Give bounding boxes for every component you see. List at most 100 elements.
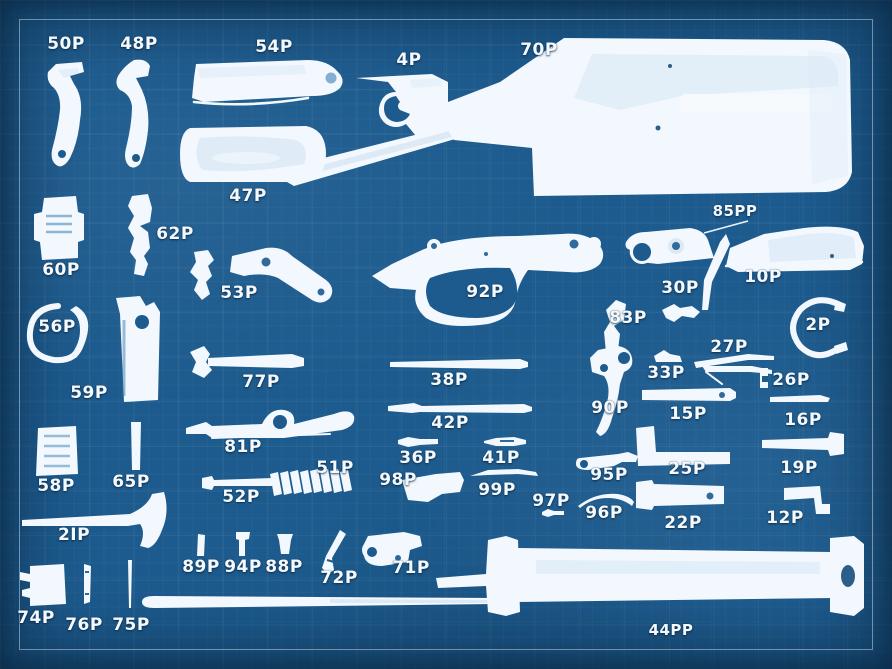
part-label-96P: 96P bbox=[585, 503, 623, 523]
part-label-54P: 54P bbox=[255, 37, 293, 57]
part-label-76P: 76P bbox=[65, 615, 103, 635]
part-label-88P: 88P bbox=[265, 557, 303, 577]
part-label-97P: 97P bbox=[532, 491, 570, 511]
part-shape-62P bbox=[122, 194, 158, 278]
part-shape-22P bbox=[634, 480, 726, 512]
part-shape-12P bbox=[782, 486, 832, 516]
part-shape-71P bbox=[358, 530, 424, 570]
part-label-50P: 50P bbox=[47, 34, 85, 54]
part-shape-47P bbox=[178, 124, 330, 186]
part-shape-77P bbox=[186, 344, 310, 382]
part-label-42P: 42P bbox=[431, 413, 469, 433]
part-label-26P: 26P bbox=[772, 370, 810, 390]
part-label-56P: 56P bbox=[38, 317, 76, 337]
part-label-95P: 95P bbox=[590, 465, 628, 485]
part-label-41P: 41P bbox=[482, 448, 520, 468]
part-label-81P: 81P bbox=[224, 437, 262, 457]
part-label-98P: 98P bbox=[379, 470, 417, 490]
part-shape-25P bbox=[634, 426, 732, 468]
part-shape-50P bbox=[40, 58, 96, 170]
part-shape-27P bbox=[692, 352, 778, 386]
part-shape-60P bbox=[32, 196, 88, 262]
part-label-58P: 58P bbox=[37, 476, 75, 496]
part-label-52P: 52P bbox=[222, 487, 260, 507]
part-shape-99P bbox=[470, 468, 540, 480]
part-shape-26P bbox=[758, 368, 770, 388]
part-label-74P: 74P bbox=[17, 608, 55, 628]
part-label-92P: 92P bbox=[466, 282, 504, 302]
part-label-85PP: 85PP bbox=[712, 202, 758, 220]
part-shape-4P bbox=[352, 74, 452, 152]
part-shape-21P bbox=[22, 492, 172, 550]
part-label-47P: 47P bbox=[229, 186, 267, 206]
part-label-70P: 70P bbox=[520, 40, 558, 60]
part-shape-42P bbox=[388, 401, 534, 415]
part-label-65P: 65P bbox=[112, 472, 150, 492]
part-label-22P: 22P bbox=[664, 513, 702, 533]
part-label-36P: 36P bbox=[399, 448, 437, 468]
part-shape-10P bbox=[712, 222, 868, 278]
part-shape-72P bbox=[318, 530, 348, 576]
part-shape-85PP bbox=[618, 228, 730, 274]
part-shape-65P bbox=[128, 422, 144, 472]
part-shape-53P-left bbox=[186, 250, 220, 302]
part-label-2P: 2P bbox=[805, 315, 831, 335]
part-label-62P: 62P bbox=[156, 224, 194, 244]
part-label-4P: 4P bbox=[396, 50, 422, 70]
part-label-27P: 27P bbox=[710, 337, 748, 357]
part-shape-10P-wedge bbox=[702, 234, 730, 310]
part-shape-92P bbox=[368, 222, 614, 332]
part-shape-56P bbox=[24, 300, 96, 366]
part-shape-52P bbox=[200, 474, 274, 492]
part-label-25P: 25P bbox=[668, 459, 706, 479]
part-label-30P: 30P bbox=[661, 278, 699, 298]
part-shape-70P bbox=[442, 36, 862, 198]
part-shape-connector-bar bbox=[276, 116, 486, 192]
part-label-15P: 15P bbox=[669, 404, 707, 424]
part-label-19P: 19P bbox=[780, 458, 818, 478]
part-label-59P: 59P bbox=[70, 383, 108, 403]
part-shape-36P bbox=[398, 436, 440, 448]
part-shape-30P bbox=[658, 302, 704, 324]
part-shape-59P bbox=[110, 296, 164, 404]
part-shape-2P bbox=[786, 292, 852, 362]
part-label-89P: 89P bbox=[182, 557, 220, 577]
part-shape-41P bbox=[484, 436, 528, 448]
part-shape-95P bbox=[574, 452, 640, 476]
part-label-60P: 60P bbox=[42, 260, 80, 280]
part-leader-85PP bbox=[703, 220, 749, 234]
part-shape-97P bbox=[542, 508, 566, 518]
part-label-77P: 77P bbox=[242, 372, 280, 392]
part-label-48P: 48P bbox=[120, 34, 158, 54]
part-shape-54P bbox=[188, 58, 353, 114]
part-label-44PP: 44PP bbox=[648, 621, 694, 639]
part-label-16P: 16P bbox=[784, 410, 822, 430]
part-shape-83P bbox=[600, 298, 628, 354]
part-label-12P: 12P bbox=[766, 508, 804, 528]
part-label-83P: 83P bbox=[609, 308, 647, 328]
part-shape-58P bbox=[34, 424, 80, 478]
part-shape-15P bbox=[642, 388, 736, 402]
part-shape-16P bbox=[770, 394, 832, 404]
part-shape-81P bbox=[184, 404, 356, 446]
part-shape-38P bbox=[390, 358, 530, 370]
part-label-99P: 99P bbox=[478, 480, 516, 500]
part-label-90P: 90P bbox=[591, 398, 629, 418]
part-shape-19P bbox=[762, 432, 846, 458]
part-label-75P: 75P bbox=[112, 615, 150, 635]
part-shape-98P bbox=[402, 472, 466, 504]
part-shape-44PP bbox=[436, 534, 866, 618]
part-shape-53P-link bbox=[226, 246, 336, 308]
part-shape-96P bbox=[578, 492, 636, 508]
part-label-71P: 71P bbox=[392, 558, 430, 578]
part-shape-action-bar bbox=[140, 592, 500, 612]
part-label-72P: 72P bbox=[320, 568, 358, 588]
part-shape-48P bbox=[112, 56, 162, 170]
part-shape-75P bbox=[126, 560, 134, 608]
part-shape-88P bbox=[276, 534, 294, 556]
part-label-51P: 51P bbox=[316, 458, 354, 478]
part-shape-33P bbox=[652, 350, 684, 364]
part-label-10P: 10P bbox=[744, 267, 782, 287]
part-label-21P: 2IP bbox=[57, 525, 91, 545]
